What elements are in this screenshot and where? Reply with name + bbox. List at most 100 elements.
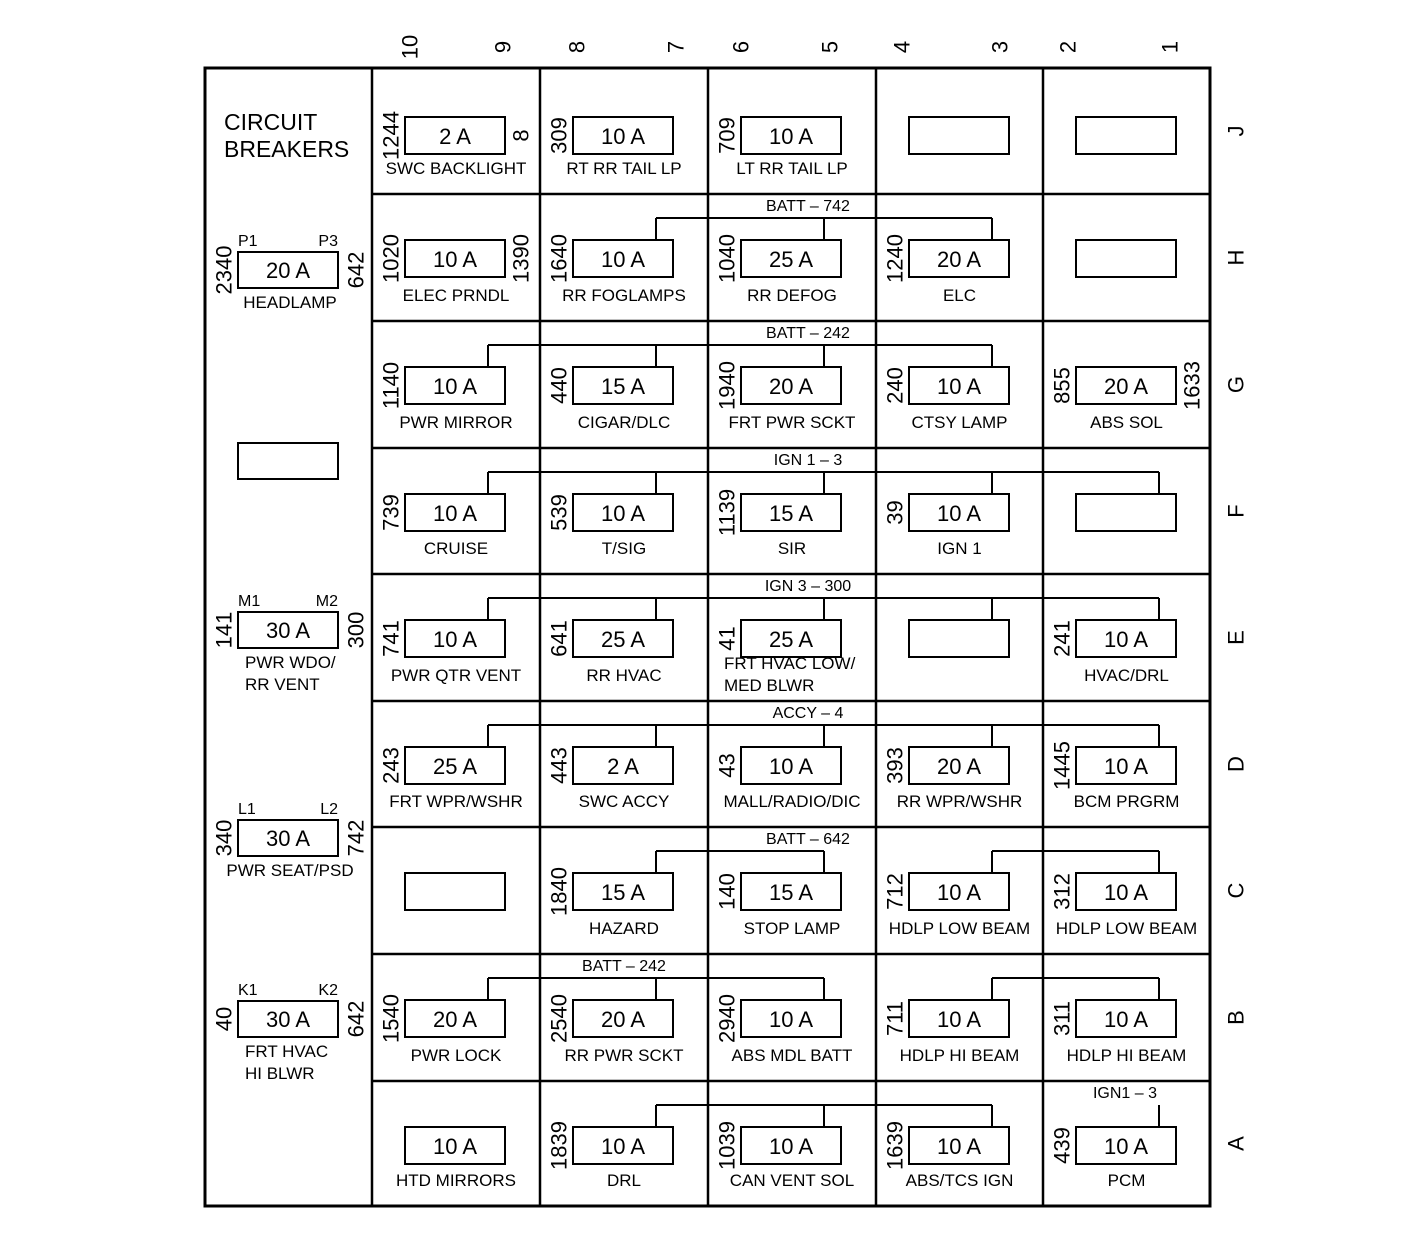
breaker-label: PWR WDO/: [245, 653, 336, 672]
wire-number: 2940: [715, 994, 740, 1043]
fuse-box: [908, 746, 1010, 785]
row-letter: C: [1224, 882, 1249, 898]
wire-number: 439: [1050, 1127, 1075, 1164]
breaker-box: [237, 442, 339, 480]
fuse-label: FRT PWR SCKT: [729, 413, 856, 432]
fuse-label: ABS/TCS IGN: [906, 1171, 1014, 1190]
wire-number: 1020: [379, 234, 404, 283]
wire-number: 1390: [509, 234, 534, 283]
row-letter: G: [1224, 376, 1249, 393]
fuse-box: [404, 1126, 506, 1165]
wire-number: 2540: [547, 994, 572, 1043]
fuse-label: SWC BACKLIGHT: [386, 159, 527, 178]
wire-number: 41: [715, 626, 740, 650]
fuse-cell: [908, 116, 1010, 155]
fuse-box: [1075, 999, 1177, 1038]
wire-number: 642: [344, 252, 369, 289]
fuse-label: HDLP LOW BEAM: [889, 919, 1030, 938]
bus-label: IGN1 – 3: [1093, 1085, 1157, 1102]
breaker-amperage: 30 A: [266, 618, 310, 643]
fuse-amperage: 10 A: [769, 754, 813, 779]
wire-number: 1139: [715, 489, 740, 536]
bus-label: IGN 3 – 300: [765, 578, 851, 595]
fuse-box: [908, 999, 1010, 1038]
fuse-box: [404, 872, 506, 911]
circuit-breaker: [237, 442, 339, 480]
row-letter: B: [1224, 1010, 1249, 1025]
fuse-box: [572, 1126, 674, 1165]
fuse-amperage: 10 A: [769, 1134, 813, 1159]
fuse-amperage: 20 A: [937, 247, 981, 272]
fuse-label: RR PWR SCKT: [565, 1046, 684, 1065]
fuse-amperage: 10 A: [601, 124, 645, 149]
column-number: 6: [729, 41, 754, 53]
fuse-amperage: 10 A: [1104, 627, 1148, 652]
wire-number: 1639: [883, 1121, 908, 1170]
bus-h: BATT – 742: [655, 198, 993, 240]
fuse-amperage: 10 A: [769, 1007, 813, 1032]
terminal-label: M2: [316, 593, 338, 610]
row-letter: D: [1224, 756, 1249, 772]
breaker-box: [237, 611, 339, 649]
row-letter: A: [1224, 1136, 1249, 1151]
fuse-amperage: 15 A: [601, 374, 645, 399]
bus-label: BATT – 242: [582, 958, 666, 975]
fuse-amperage: 20 A: [601, 1007, 645, 1032]
wire-number: 1540: [379, 994, 404, 1043]
breaker-amperage: 30 A: [266, 1007, 310, 1032]
fuse-box: [572, 999, 674, 1038]
fuse-label: DRL: [607, 1171, 641, 1190]
bus-c: BATT – 642: [655, 831, 1160, 873]
fuse-box: [572, 116, 674, 155]
fuse-amperage: 10 A: [1104, 1134, 1148, 1159]
fuse-box: [404, 493, 506, 532]
column-number: 10: [398, 35, 423, 59]
terminal-label: P3: [318, 233, 338, 250]
wire-number: 539: [547, 494, 572, 531]
title-line: CIRCUIT: [224, 109, 317, 135]
fuse-label: PCM: [1108, 1171, 1146, 1190]
fuse-label: HAZARD: [589, 919, 659, 938]
fuse-amperage: 2 A: [439, 124, 471, 149]
fuse-label: PWR MIRROR: [399, 413, 512, 432]
breaker-box: [237, 1000, 339, 1038]
fuse-label: CRUISE: [424, 539, 488, 558]
fuse-box: [404, 999, 506, 1038]
fuse-box: [740, 1126, 842, 1165]
wire-number: 1040: [715, 234, 740, 283]
fuse-box: [404, 116, 506, 155]
fuse-box: [572, 493, 674, 532]
terminal-label: M1: [238, 593, 260, 610]
breaker-label: RR VENT: [245, 675, 320, 694]
fuse-label: ELC: [943, 286, 976, 305]
wire-number: 2340: [212, 246, 237, 295]
breaker-label: HEADLAMP: [243, 293, 337, 312]
fuse-label: ABS SOL: [1090, 413, 1163, 432]
fuse-amperage: 10 A: [433, 1134, 477, 1159]
wire-number: 43: [715, 753, 740, 777]
fuse-label: CAN VENT SOL: [730, 1171, 854, 1190]
fuse-amperage: 25 A: [769, 627, 813, 652]
wire-number: 642: [344, 1001, 369, 1038]
fuse-box: [908, 366, 1010, 405]
fuse-label: RR HVAC: [586, 666, 661, 685]
wire-number: 1840: [547, 867, 572, 916]
fuse-amperage: 10 A: [433, 247, 477, 272]
breaker-label: FRT HVAC: [245, 1042, 328, 1061]
wire-number: 309: [547, 117, 572, 154]
fuse-box: [908, 239, 1010, 278]
